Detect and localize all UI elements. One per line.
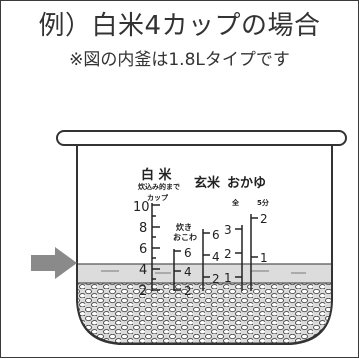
water-ripples [101,270,306,274]
okayu-zen-label-1: 1 [224,271,232,285]
takikomi-label-4: 4 [184,265,192,279]
genmai-label-2: 2 [212,272,220,286]
genmai-label-4: 4 [212,250,220,264]
cup-label: カップ [147,193,169,202]
okayu-zen-label-2: 2 [224,247,232,261]
takikomi-label-2: おこわ [173,233,197,242]
okayu-header: おかゆ [227,176,266,191]
hakumai-label-2: 2 [139,284,147,299]
genmai-label-6: 6 [212,228,220,242]
pot-body [76,145,333,345]
hakumai-label-6: 6 [139,242,147,257]
page-title: 例）白米4カップの場合 [38,11,321,41]
rice-area [76,282,333,344]
okayu-gobu-label: 5分 [257,198,269,207]
okayu-gobu-label-2: 2 [260,212,268,226]
note-text: ※図の内釜は1.8Lタイプです [69,50,290,70]
okayu-gobu-label-1: 1 [260,251,268,265]
genmai-header: 玄米 [194,175,221,191]
hakumai-subheader: 炊込み的まで [138,182,180,191]
hakumai-label-8: 8 [139,221,147,236]
okayu-zen-label: 全 [231,198,240,207]
hakumai-label-10: 10 [133,200,150,215]
takikomi-label-2: 2 [184,284,192,298]
hakumai-label-4: 4 [139,263,147,278]
right-arrow-icon [31,247,77,279]
takikomi-label-1: 炊き [176,222,192,232]
pot-rim [56,130,347,146]
takikomi-label-6: 6 [184,246,192,260]
okayu-zen-label-3: 3 [224,223,232,237]
hakumai-header: 白 米 [141,167,173,183]
